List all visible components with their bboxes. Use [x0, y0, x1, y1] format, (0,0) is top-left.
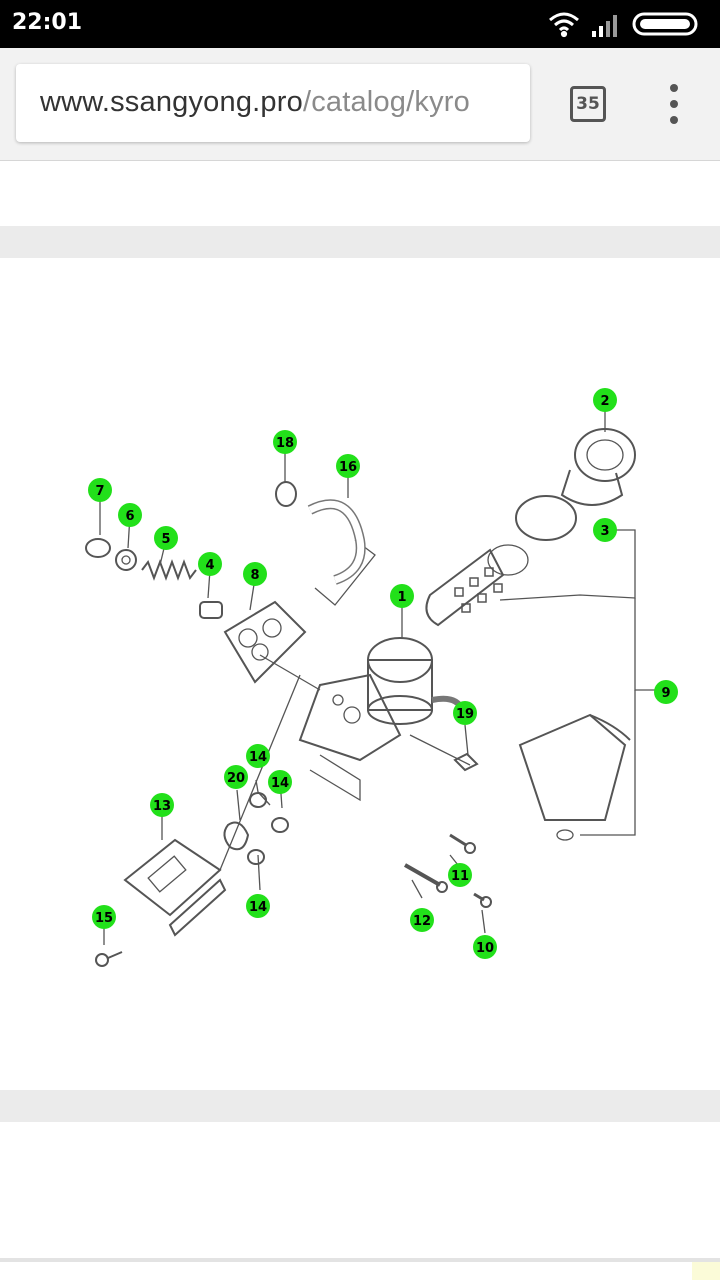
callout-14-c[interactable]: 14 [246, 894, 270, 918]
callout-20[interactable]: 20 [224, 765, 248, 789]
callout-3-label: 3 [600, 524, 609, 539]
callout-16[interactable]: 16 [336, 454, 360, 478]
callout-14-a[interactable]: 14 [246, 744, 270, 768]
callout-12[interactable]: 12 [410, 908, 434, 932]
address-bar[interactable]: www.ssangyong.pro/catalog/kyro [16, 64, 530, 142]
overflow-menu-icon[interactable] [660, 84, 688, 124]
callout-1-label: 1 [397, 590, 406, 605]
callout-6-label: 6 [125, 509, 134, 524]
corner-marker [692, 1262, 720, 1280]
callout-7[interactable]: 7 [88, 478, 112, 502]
browser-toolbar: www.ssangyong.pro/catalog/kyro 35 [0, 48, 720, 161]
content-divider [0, 226, 720, 258]
callout-9-label: 9 [661, 686, 670, 701]
callout-5[interactable]: 5 [154, 526, 178, 550]
callout-14-c-label: 14 [249, 900, 267, 915]
signal-icon [592, 15, 617, 37]
callout-18[interactable]: 18 [273, 430, 297, 454]
callout-13-label: 13 [153, 799, 171, 814]
callout-5-label: 5 [161, 532, 170, 547]
callout-14-b-label: 14 [271, 776, 289, 791]
callout-8[interactable]: 8 [243, 562, 267, 586]
callout-8-label: 8 [250, 568, 259, 583]
callout-16-label: 16 [339, 460, 357, 475]
callout-2[interactable]: 2 [593, 388, 617, 412]
url-text[interactable]: www.ssangyong.pro/catalog/kyro [40, 86, 470, 119]
callout-14-a-label: 14 [249, 750, 267, 765]
callout-13[interactable]: 13 [150, 793, 174, 817]
url-path: /catalog/kyro [302, 86, 470, 118]
callout-15[interactable]: 15 [92, 905, 116, 929]
callout-1[interactable]: 1 [390, 584, 414, 608]
callout-4[interactable]: 4 [198, 552, 222, 576]
callout-9[interactable]: 9 [654, 680, 678, 704]
callout-15-label: 15 [95, 911, 113, 926]
battery-icon [632, 12, 698, 36]
callout-10[interactable]: 10 [473, 935, 497, 959]
url-host: www.ssangyong.pro [40, 86, 303, 118]
callout-19-label: 19 [456, 707, 474, 722]
status-icons [549, 12, 698, 38]
callout-14-b[interactable]: 14 [268, 770, 292, 794]
callout-10-label: 10 [476, 941, 494, 956]
callout-20-label: 20 [227, 771, 245, 786]
wifi-icon [549, 12, 579, 38]
callout-12-label: 12 [413, 914, 431, 929]
callout-6[interactable]: 6 [118, 503, 142, 527]
callout-3[interactable]: 3 [593, 518, 617, 542]
callout-2-label: 2 [600, 394, 609, 409]
callout-11[interactable]: 11 [448, 863, 472, 887]
content-divider-bottom [0, 1090, 720, 1122]
callout-18-label: 18 [276, 436, 294, 451]
callout-7-label: 7 [95, 484, 104, 499]
status-bar: 22:01 [0, 0, 720, 48]
callout-4-label: 4 [205, 558, 214, 573]
tab-switcher-button[interactable]: 35 [570, 86, 606, 122]
bottom-divider [0, 1258, 720, 1262]
callout-11-label: 11 [451, 869, 469, 884]
status-time: 22:01 [12, 10, 83, 35]
callout-19[interactable]: 19 [453, 701, 477, 725]
parts-diagram[interactable]: 7 6 5 4 8 18 16 1 2 3 9 19 14 14 14 20 1… [60, 370, 700, 990]
